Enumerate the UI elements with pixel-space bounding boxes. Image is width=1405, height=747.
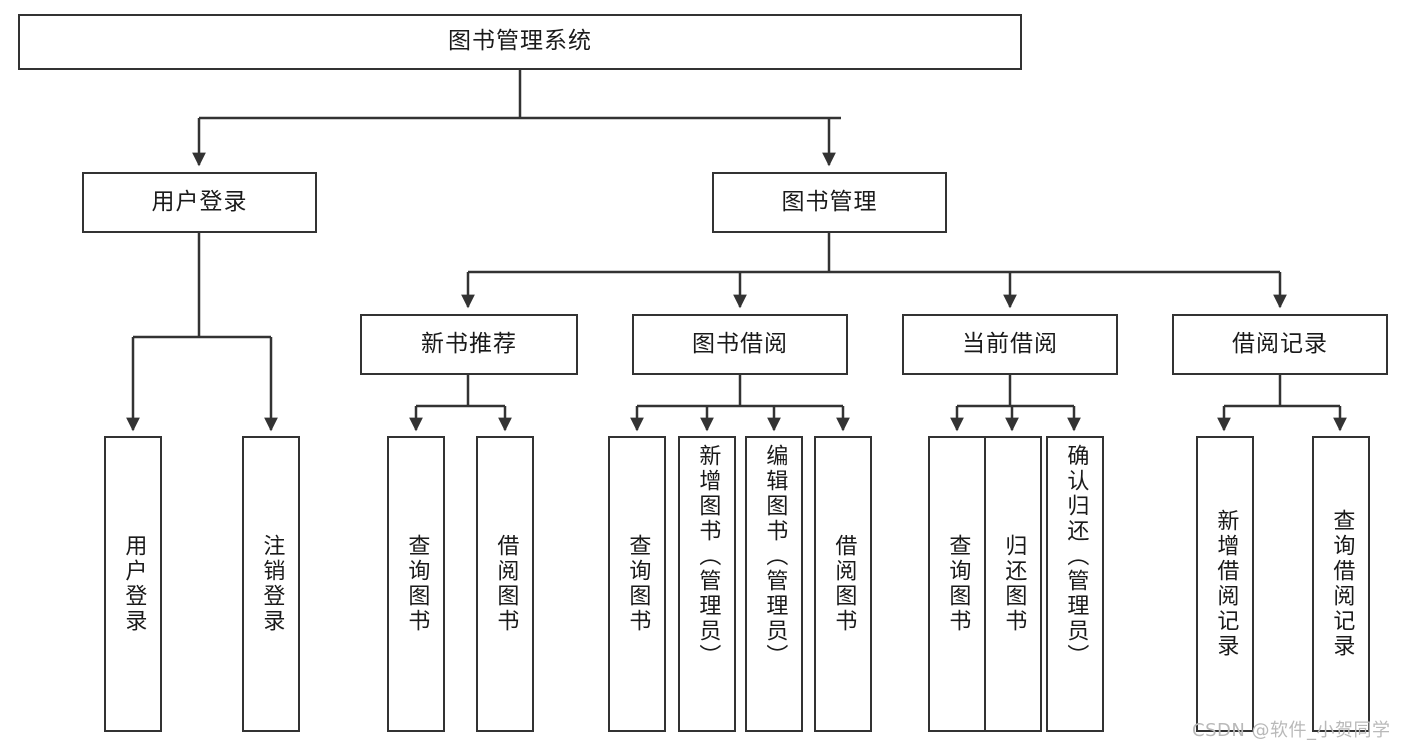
node-root-book-management-system[interactable]: 图书管理系统 <box>18 14 1022 70</box>
leaf-book-borrow-edit-book-admin[interactable]: 编辑图书（管理员） <box>745 436 803 732</box>
leaf-current-borrow-return-book[interactable]: 归还图书 <box>984 436 1042 732</box>
node-borrow-record[interactable]: 借阅记录 <box>1172 314 1388 375</box>
node-label: 查询图书 <box>625 534 651 634</box>
leaf-book-borrow-query-book[interactable]: 查询图书 <box>608 436 666 732</box>
node-label: 图书管理 <box>781 188 878 215</box>
leaf-new-book-borrow-book[interactable]: 借阅图书 <box>476 436 534 732</box>
node-label: 图书管理系统 <box>448 28 592 55</box>
node-book-borrow[interactable]: 图书借阅 <box>632 314 848 375</box>
leaf-user-login-login[interactable]: 用户登录 <box>104 436 162 732</box>
leaf-borrow-record-add-record[interactable]: 新增借阅记录 <box>1196 436 1254 732</box>
node-label: 归还图书 <box>1001 534 1027 634</box>
leaf-borrow-record-query-record[interactable]: 查询借阅记录 <box>1312 436 1370 732</box>
node-user-login[interactable]: 用户登录 <box>82 172 317 233</box>
leaf-user-login-logout[interactable]: 注销登录 <box>242 436 300 732</box>
node-new-book-recommend[interactable]: 新书推荐 <box>360 314 578 375</box>
node-label: 用户登录 <box>151 188 248 215</box>
leaf-book-borrow-borrow-book[interactable]: 借阅图书 <box>814 436 872 732</box>
node-label: 新增图书（管理员） <box>695 444 721 669</box>
node-label: 借阅记录 <box>1232 330 1328 357</box>
node-current-borrow[interactable]: 当前借阅 <box>902 314 1118 375</box>
leaf-current-borrow-query-book[interactable]: 查询图书 <box>928 436 986 732</box>
node-label: 当前借阅 <box>962 330 1058 357</box>
node-label: 编辑图书（管理员） <box>762 444 788 669</box>
node-label: 查询图书 <box>404 534 430 634</box>
node-label: 查询图书 <box>945 534 971 634</box>
node-label: 新增借阅记录 <box>1213 509 1239 659</box>
node-label: 图书借阅 <box>692 330 788 357</box>
node-label: 查询借阅记录 <box>1329 509 1355 659</box>
node-label: 借阅图书 <box>831 534 857 634</box>
node-label: 借阅图书 <box>493 534 519 634</box>
node-label: 确认归还（管理员） <box>1063 444 1089 669</box>
leaf-book-borrow-add-book-admin[interactable]: 新增图书（管理员） <box>678 436 736 732</box>
leaf-current-borrow-confirm-return-admin[interactable]: 确认归还（管理员） <box>1046 436 1104 732</box>
node-book-management[interactable]: 图书管理 <box>712 172 947 233</box>
leaf-new-book-query-book[interactable]: 查询图书 <box>387 436 445 732</box>
csdn-watermark: CSDN @软件_小贺同学 <box>1192 720 1391 741</box>
node-label: 新书推荐 <box>421 330 517 357</box>
node-label: 注销登录 <box>259 534 285 634</box>
node-label: 用户登录 <box>121 534 147 634</box>
